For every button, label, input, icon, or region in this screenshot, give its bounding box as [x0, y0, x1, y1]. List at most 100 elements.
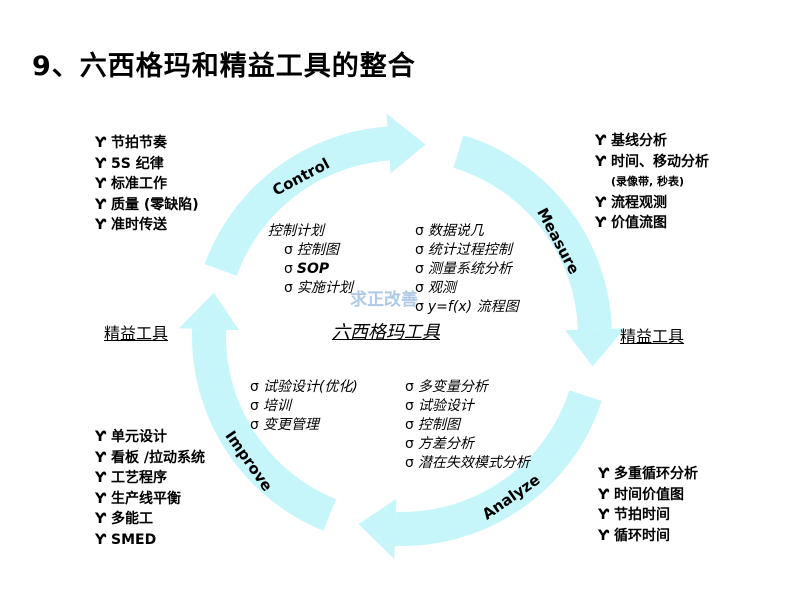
bullet-icon: Ƴ: [95, 490, 107, 507]
arrow-improve: [192, 328, 337, 531]
sigma-icon: σ: [405, 455, 414, 471]
list-item-label: 准时传送: [111, 217, 167, 233]
list-item-label: 节拍时间: [614, 507, 670, 523]
arrow-control: [204, 126, 390, 277]
list-item-label: 多能工: [111, 511, 153, 527]
list-item-label: 循环时间: [614, 527, 670, 544]
list-item-label: 标准工作: [111, 176, 167, 192]
sigma-icon: σ: [284, 242, 293, 258]
bullet-icon: Ƴ: [95, 449, 107, 466]
lean-tools-label-left: 精益工具: [104, 324, 169, 343]
list-item-label: 单元设计: [111, 429, 167, 445]
list-item-label: 节拍节奏: [111, 135, 167, 151]
tool-label: 方差分析: [417, 436, 474, 452]
tool-label: 实施计划: [296, 280, 353, 296]
list-item-label: 多重循环分析: [614, 466, 698, 482]
tool-label: 数据说几: [427, 223, 484, 239]
bullet-icon: Ƴ: [595, 153, 607, 170]
bullet-icon: Ƴ: [595, 133, 607, 149]
sigma-icon: σ: [250, 417, 259, 433]
sigma-icon: σ: [415, 223, 424, 239]
tool-label: 测量系统分析: [427, 261, 512, 277]
list-item-label: 时间价值图: [614, 486, 684, 503]
sigma-icon: σ: [405, 436, 414, 452]
list-item: 价值流图: [611, 215, 667, 231]
arrow-improve-head: [179, 292, 240, 331]
page-title: 9、六西格玛和精益工具的整合: [32, 51, 416, 82]
sigma-icon: σ: [405, 398, 414, 414]
sigma-icon: σ: [405, 379, 414, 395]
control-heading: 控制计划: [268, 223, 324, 239]
arrow-analyze-head: [358, 498, 397, 559]
bullet-icon: Ƴ: [95, 470, 107, 486]
list-item-label: 质量 (零缺陷): [111, 196, 199, 213]
watermark-logo: 求正改善: [350, 290, 418, 310]
bullet-icon: Ƴ: [95, 429, 107, 445]
sigma-icon: σ: [415, 280, 424, 296]
tool-label: 试验设计: [417, 398, 474, 414]
bullet-icon: Ƴ: [595, 215, 607, 231]
tool-label: y=f(x) 流程图: [427, 299, 519, 315]
list-note: (录像带, 秒表): [611, 175, 685, 188]
bullet-icon: Ƴ: [95, 176, 107, 192]
bullet-icon: Ƴ: [95, 135, 107, 151]
sigma-icon: σ: [284, 280, 293, 296]
sigma-icon: σ: [415, 242, 424, 258]
list-item-label: 看板 /拉动系统: [111, 449, 205, 466]
bullet-icon: Ƴ: [598, 507, 610, 523]
list-item: 流程观测: [611, 194, 667, 211]
bullet-icon: Ƴ: [95, 217, 107, 233]
sigma-icon: σ: [284, 261, 293, 277]
list-item-label: 5S 纪律: [111, 155, 164, 172]
bullet-icon: Ƴ: [95, 511, 107, 527]
tool-label: 潜在失效模式分析: [417, 455, 530, 471]
tool-label: 培训: [262, 398, 291, 414]
sigma-icon: σ: [415, 261, 424, 277]
tool-label: 试验设计(优化): [262, 379, 358, 395]
tool-label: 多变量分析: [417, 379, 488, 395]
list-item: 时间、移动分析: [611, 153, 709, 170]
tool-label: 控制图: [417, 417, 460, 433]
tool-label: 统计过程控制: [427, 242, 512, 258]
lean-tools-label-right: 精益工具: [620, 327, 685, 346]
tool-label: 控制图: [296, 242, 339, 258]
list-item-label: 工艺程序: [111, 470, 167, 486]
sigma-icon: σ: [250, 398, 259, 414]
sigma-icon: σ: [405, 417, 414, 433]
bullet-icon: Ƴ: [595, 194, 607, 211]
tool-label: 变更管理: [262, 417, 319, 433]
bullet-icon: Ƴ: [95, 155, 107, 172]
